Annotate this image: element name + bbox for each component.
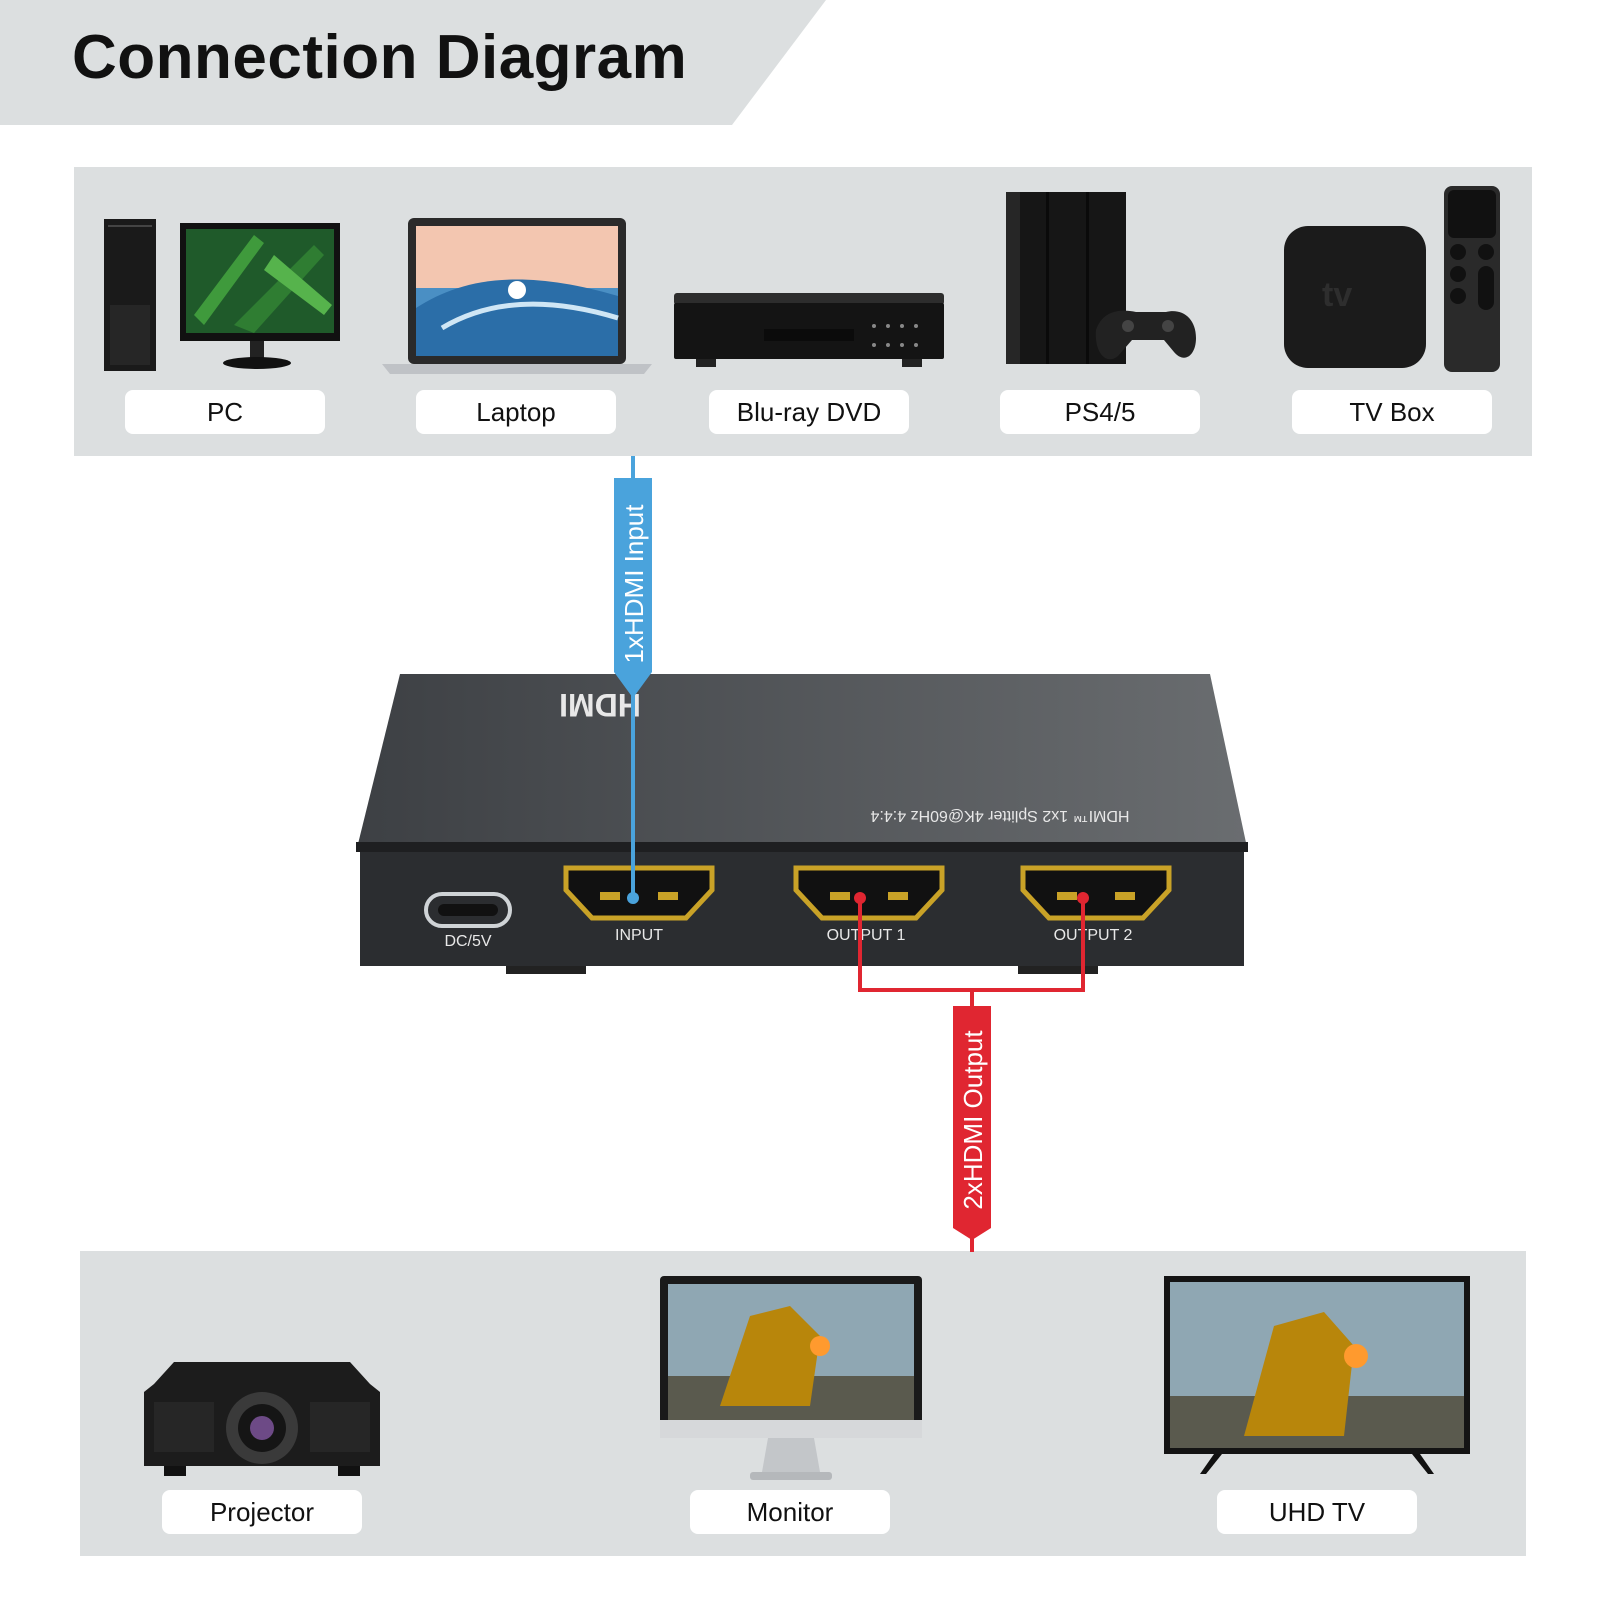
- source-label-ps45: PS4/5: [1000, 390, 1200, 434]
- input-cable-label: 1xHDMI Input: [619, 504, 649, 664]
- source-label-bluray: Blu-ray DVD: [709, 390, 909, 434]
- output-cable-badge: [953, 1006, 991, 1240]
- tv-box-icon: tv: [1284, 186, 1500, 372]
- hdmi-splitter-icon: [356, 674, 1248, 974]
- source-label-tvbox: TV Box: [1292, 390, 1492, 434]
- svg-text:tv: tv: [1322, 276, 1352, 314]
- source-label-laptop: Laptop: [416, 390, 616, 434]
- page-title: Connection Diagram: [72, 23, 688, 92]
- destination-label-projector: Projector: [162, 1490, 362, 1534]
- input-cable-badge: [614, 478, 652, 698]
- uhd-tv-icon: [1164, 1276, 1470, 1474]
- bluray-player-icon: [674, 293, 944, 367]
- monitor-icon: [660, 1276, 922, 1480]
- title-banner: [0, 0, 826, 125]
- laptop-icon: [382, 218, 652, 374]
- projector-icon: [144, 1362, 380, 1476]
- source-label-pc: PC: [125, 390, 325, 434]
- output-cable-label: 2xHDMI Output: [958, 1030, 988, 1210]
- game-console-icon: [1006, 192, 1196, 364]
- destination-label-monitor: Monitor: [690, 1490, 890, 1534]
- pc-monitor-icon: [104, 219, 340, 371]
- destination-label-uhdtv: UHD TV: [1217, 1490, 1417, 1534]
